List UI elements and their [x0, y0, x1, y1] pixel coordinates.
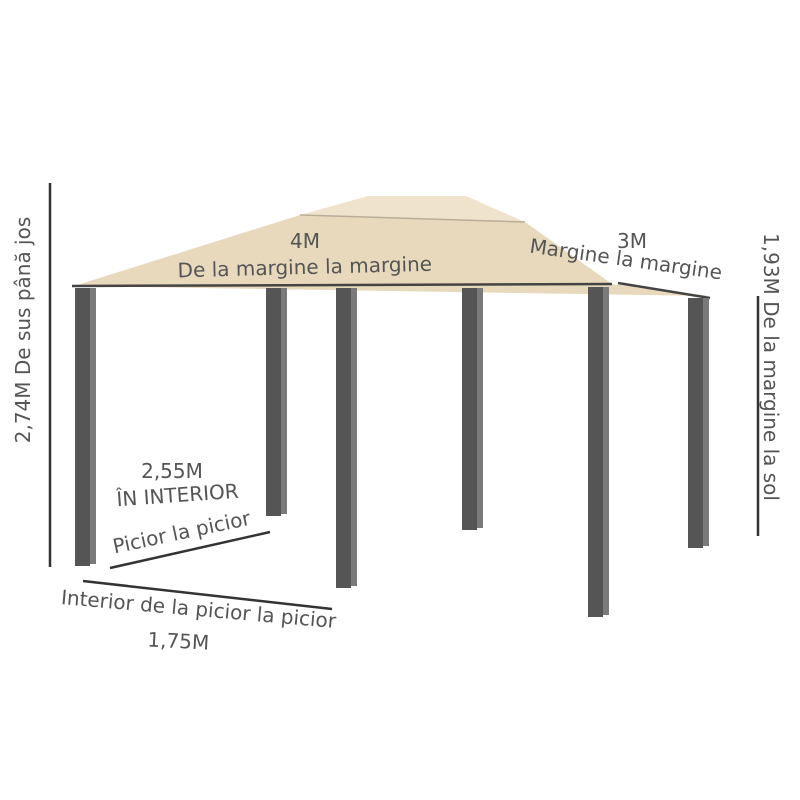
inner-width-line: [82, 579, 333, 611]
inner-depth-desc-label: Picior la picior: [111, 506, 254, 559]
total-height-label: 2,74M De sus până jos: [11, 217, 35, 444]
inner-width-desc-label: Interior de la picior la picior: [60, 585, 338, 633]
canopy-roof: [74, 215, 710, 296]
depth-value-label: 3M: [617, 229, 647, 253]
canopy-vent-top: [300, 196, 525, 222]
post-back-right: [462, 288, 483, 530]
inner-depth-line: [109, 530, 271, 570]
post-back-left: [266, 288, 287, 516]
post-far-right: [688, 298, 709, 548]
width-value-label: 4M: [290, 229, 320, 253]
post-front-left: [75, 288, 96, 566]
post-front-mid: [336, 288, 357, 588]
edge-height-label: 1,93M De la margine la sol: [759, 233, 783, 501]
inner-width-value-label: 1,75M: [147, 627, 210, 654]
canopy-vent-edge: [299, 214, 526, 223]
inner-depth-note-label: ÎN INTERIOR: [115, 479, 240, 512]
post-front-right: [588, 287, 609, 617]
dimension-lines: [48, 183, 760, 611]
posts: [75, 287, 709, 617]
canopy: [71, 196, 711, 300]
canopy-front-edge: [71, 282, 613, 288]
canopy-side-edge: [617, 281, 711, 300]
inner-depth-value-label: 2,55M: [141, 459, 203, 483]
